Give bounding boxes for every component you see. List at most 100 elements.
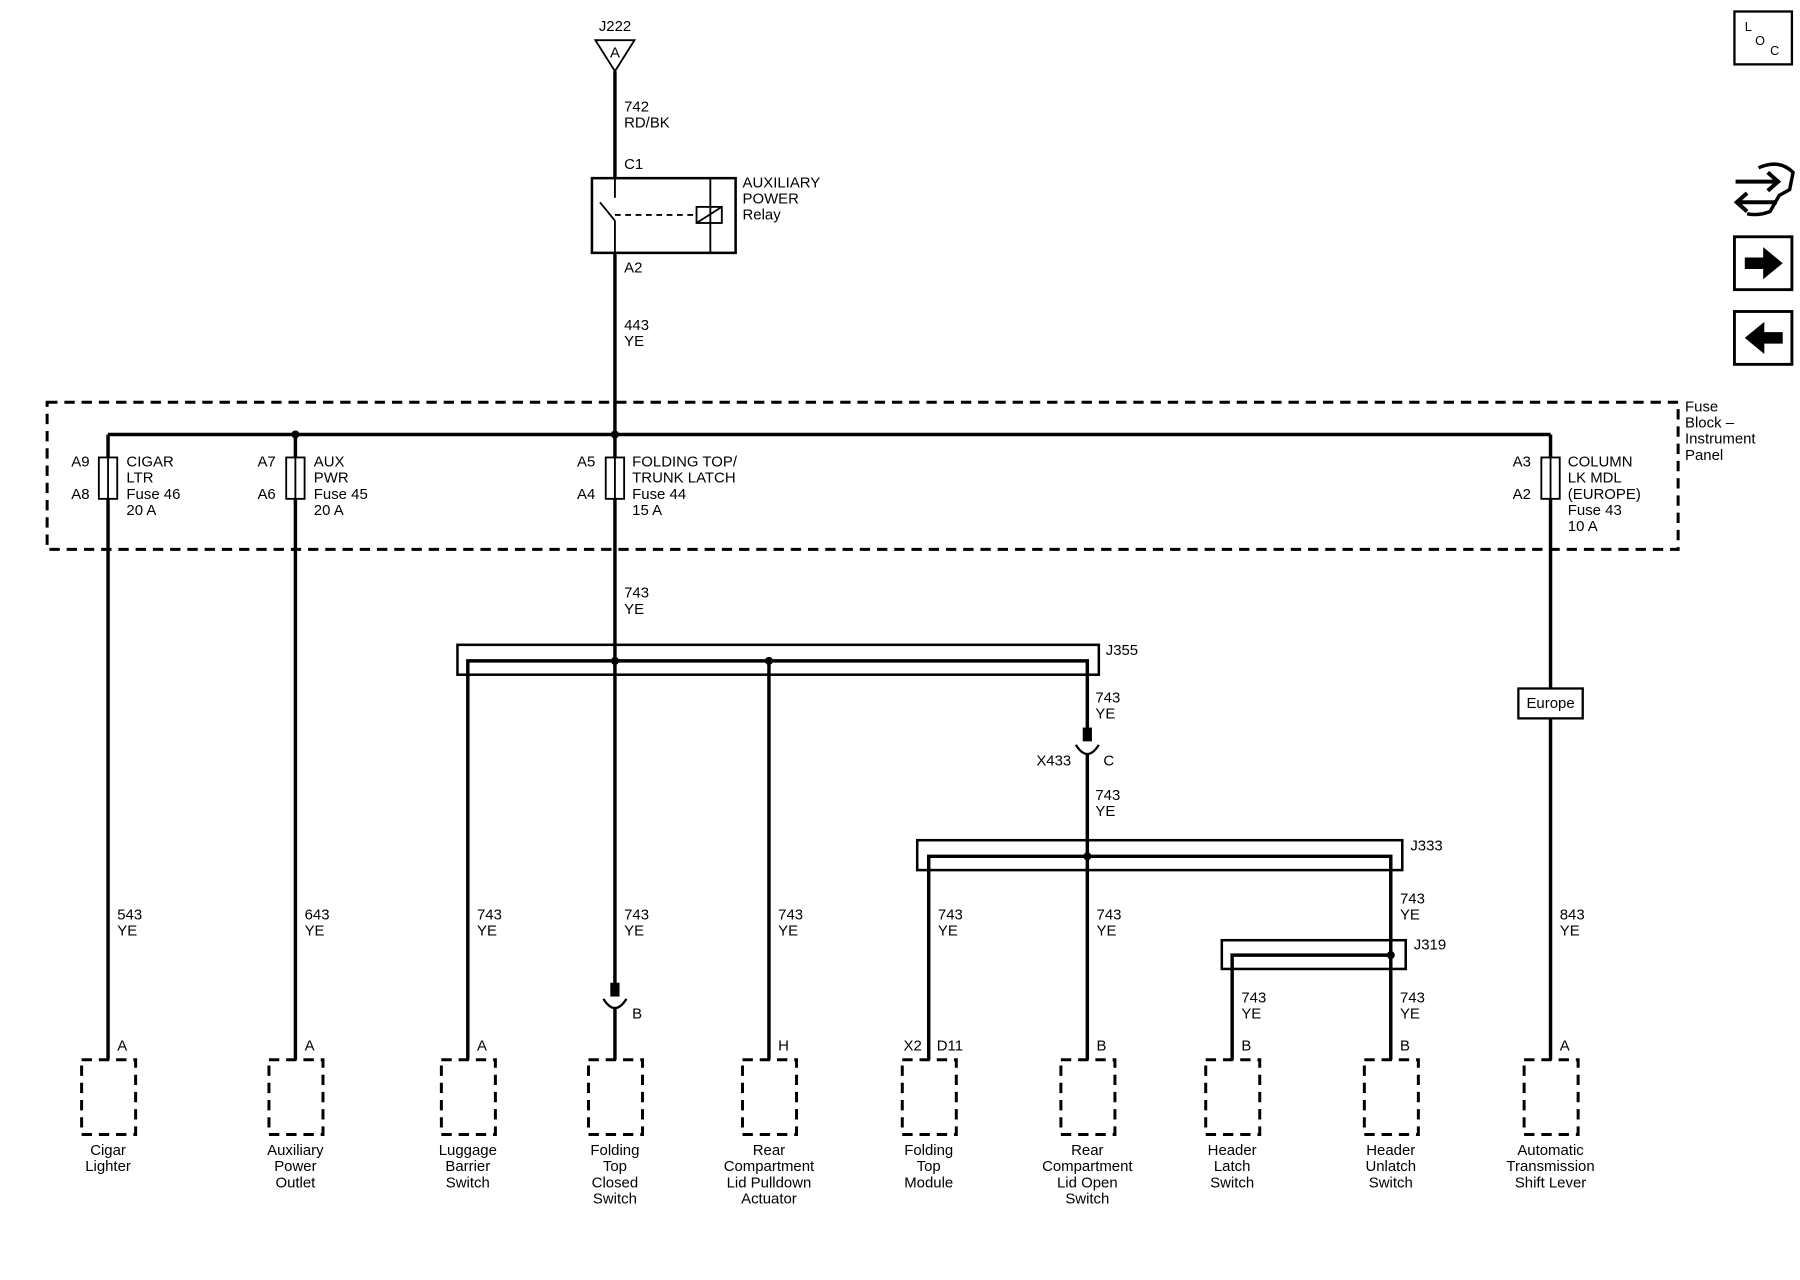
- wire-742-number: 742: [624, 98, 649, 115]
- wire-743-latch-color: YE: [1241, 1005, 1261, 1022]
- fuse-43-label-4: Fuse 43: [1568, 502, 1622, 519]
- wire-743-feed-color: YE: [624, 601, 644, 618]
- wire-743-luggage-color: YE: [477, 923, 497, 940]
- fuse-44-label-3: Fuse 44: [632, 486, 686, 503]
- inline-connector-x433-male: [1082, 727, 1092, 742]
- component-label: Top: [603, 1158, 627, 1175]
- x433-pin: C: [1103, 753, 1114, 770]
- wire-743-module-color: YE: [938, 923, 958, 940]
- inline-connector-folding-top-male: [610, 982, 620, 997]
- connector-j222-pin: A: [610, 44, 620, 61]
- connector-end-view-icon[interactable]: [1733, 162, 1795, 217]
- component-rear-compartment-lid-open-switch: B Rear Compartment Lid Open Switch: [1042, 1038, 1133, 1208]
- wire-743-unlatch-upper-number: 743: [1400, 890, 1425, 907]
- wire-843-number: 843: [1560, 907, 1585, 924]
- splice-j355-label: J355: [1106, 642, 1138, 659]
- wire-743-unlatch-number: 743: [1400, 989, 1425, 1006]
- component-label: Outlet: [275, 1174, 316, 1191]
- component-header-unlatch-switch: B Header Unlatch Switch: [1362, 1038, 1420, 1191]
- component-label: Barrier: [445, 1158, 490, 1175]
- relay-label-1: AUXILIARY: [743, 174, 821, 191]
- wire-743-x433-number: 743: [1095, 689, 1120, 706]
- component-pin: H: [778, 1038, 789, 1055]
- fuse-46-pin-out: A8: [71, 486, 89, 503]
- component-label: Top: [917, 1158, 941, 1175]
- component-label: Latch: [1214, 1158, 1251, 1175]
- connector-j222-symbol: [593, 39, 637, 73]
- bus-junction-dot: [291, 430, 300, 439]
- fuse-45-label-3: Fuse 45: [314, 486, 368, 503]
- splice-j319-bus: [1230, 953, 1391, 1060]
- component-label: Switch: [1369, 1174, 1413, 1191]
- component-cigar-lighter: A Cigar Lighter: [80, 1038, 138, 1175]
- fuse-44-label-2: TRUNK LATCH: [632, 470, 735, 487]
- splice-pack-j355: [456, 643, 1101, 676]
- fuse-44-label-4: 15 A: [632, 502, 662, 519]
- component-label: Luggage: [439, 1142, 497, 1159]
- component-pin: B: [1241, 1038, 1251, 1055]
- fuse-43-pin-out: A2: [1513, 486, 1531, 503]
- fuse-46-label-1: CIGAR: [126, 454, 174, 471]
- wire-743-lidopen-color: YE: [1097, 923, 1117, 940]
- component-pin: D11: [937, 1038, 963, 1055]
- relay-label-3: Relay: [743, 207, 782, 224]
- fuse-46-label-2: LTR: [126, 470, 153, 487]
- inline-connector-x433-female: [1074, 744, 1100, 756]
- fuse-block-label-2: Block –: [1685, 415, 1735, 432]
- component-label: Auxiliary: [267, 1142, 324, 1159]
- fuse-block-outline: [45, 400, 1680, 551]
- previous-page-arrow-icon[interactable]: [1733, 310, 1794, 366]
- x433-name: X433: [1036, 753, 1071, 770]
- next-page-arrow-icon[interactable]: [1733, 235, 1794, 292]
- loc-letter-o: O: [1755, 34, 1765, 48]
- component-folding-top-module: X2 D11 Folding Top Module: [900, 1038, 963, 1191]
- component-label: Lighter: [85, 1158, 131, 1175]
- component-locator-button[interactable]: L O C: [1733, 10, 1794, 66]
- wire-743-unlatch-color: YE: [1400, 1005, 1420, 1022]
- component-label: Rear: [1071, 1142, 1103, 1159]
- fuse-46-label-4: 20 A: [126, 502, 156, 519]
- bus-junction-dot: [610, 430, 619, 439]
- component-connector: X2: [904, 1038, 922, 1055]
- fuse-45-label-4: 20 A: [314, 502, 344, 519]
- wire-743-pulldown-color: YE: [778, 923, 798, 940]
- europe-option-box: [1517, 687, 1584, 720]
- component-label: Folding: [590, 1142, 639, 1159]
- loc-letter-l: L: [1745, 20, 1752, 34]
- fuse-45-pin-in: A7: [257, 454, 275, 471]
- component-label: Shift Lever: [1515, 1174, 1586, 1191]
- splice-j319-label: J319: [1414, 936, 1446, 953]
- europe-option-label: Europe: [1526, 695, 1574, 712]
- fuse-44-pin-out: A4: [577, 486, 595, 503]
- wire-543-number: 543: [117, 907, 142, 924]
- component-header-latch-switch: B Header Latch Switch: [1204, 1038, 1262, 1191]
- wire-643-color: YE: [305, 923, 325, 940]
- component-label: Switch: [1210, 1174, 1254, 1191]
- component-luggage-barrier-switch: A Luggage Barrier Switch: [439, 1038, 497, 1191]
- splice-j333-label: J333: [1410, 838, 1442, 855]
- relay-coil: [695, 205, 723, 224]
- component-pin: A: [117, 1038, 127, 1055]
- relay-coil-stroke: [696, 206, 723, 224]
- fuse-43-label-1: COLUMN: [1568, 454, 1633, 471]
- component-pin: A: [1560, 1038, 1570, 1055]
- component-pin: A: [477, 1038, 487, 1055]
- wire-743-folding-color: YE: [624, 923, 644, 940]
- wire-443-number: 443: [624, 317, 649, 334]
- folding-top-inline-pin: B: [632, 1005, 642, 1022]
- component-label: Module: [904, 1174, 953, 1191]
- component-rear-compartment-lid-pulldown-actuator: H Rear Compartment Lid Pulldown Actuator: [724, 1038, 815, 1208]
- relay-pin-a2: A2: [624, 259, 642, 276]
- wire-743-folding-number: 743: [624, 907, 649, 924]
- wire-443-color: YE: [624, 333, 644, 350]
- wire-743-j333-number: 743: [1095, 787, 1120, 804]
- wire-743-lidopen-number: 743: [1097, 907, 1122, 924]
- component-label: Switch: [593, 1190, 637, 1207]
- fuse-block-label-3: Instrument: [1685, 431, 1756, 448]
- fuse-46-pin-in: A9: [71, 454, 89, 471]
- fuse-43-pin-in: A3: [1513, 454, 1531, 471]
- component-auxiliary-power-outlet: A Auxiliary Power Outlet: [267, 1038, 325, 1191]
- wire-743-unlatch-upper-color: YE: [1400, 907, 1420, 924]
- splice-pack-j319: [1220, 938, 1407, 971]
